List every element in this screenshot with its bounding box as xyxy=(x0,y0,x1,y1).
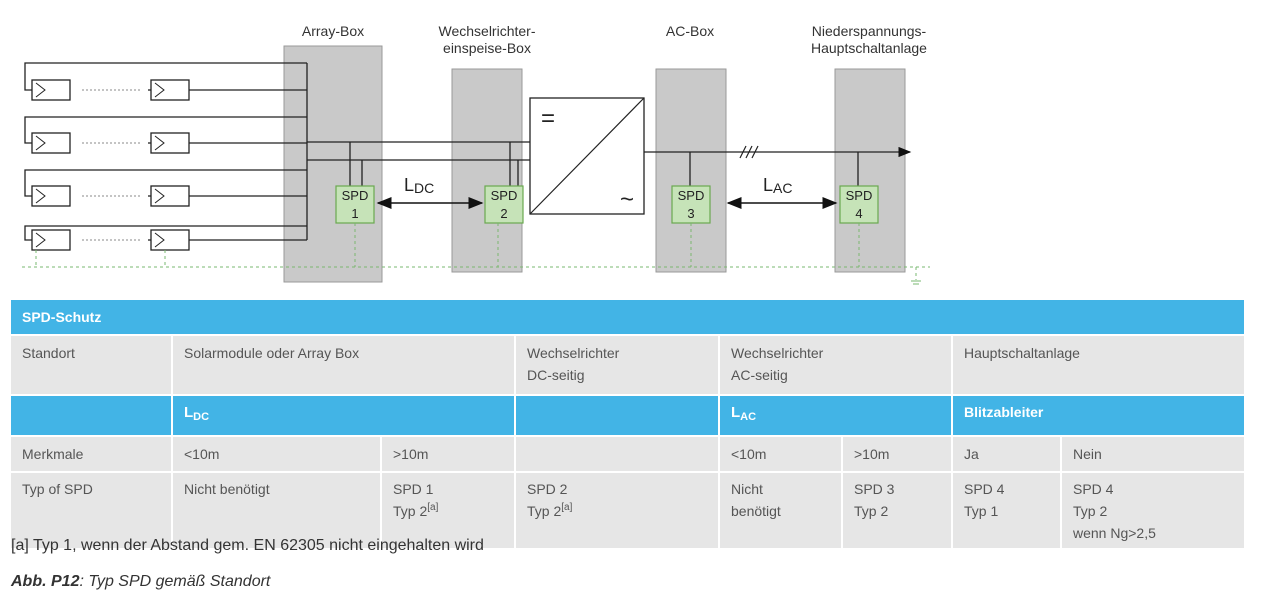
lac-label: LAC xyxy=(763,175,792,196)
pv-strings xyxy=(24,62,308,251)
lv-switchgear-box xyxy=(834,68,906,273)
standort-label: Standort xyxy=(11,336,173,396)
inverter-box-label-line1: Wechselrichter- xyxy=(439,23,536,39)
spd-type-label: Typ of SPD xyxy=(11,473,173,550)
merkmale-dc-gt10: >10m xyxy=(382,437,516,473)
svg-text:SPD: SPD xyxy=(678,188,705,203)
merkmale-row: Merkmale <10m >10m <10m >10m Ja Nein xyxy=(11,437,1245,473)
spd-placement-diagram: Array-Box Wechselrichter- einspeise-Box … xyxy=(22,23,930,285)
spd-3: SPD 3 xyxy=(671,185,711,224)
ac-line xyxy=(644,145,912,186)
lv-switchgear-label-line2: Hauptschaltanlage xyxy=(811,40,927,56)
inverter-symbol: = ~ xyxy=(529,97,645,215)
array-box xyxy=(283,45,383,283)
ground-conductor xyxy=(22,223,930,280)
figure-caption: Abb. P12: Typ SPD gemäß Standort xyxy=(11,573,271,590)
merkmale-dc-empty xyxy=(516,437,720,473)
standort-row: Standort Solarmodule oder Array Box Wech… xyxy=(11,336,1245,396)
lv-switchgear-label-line1: Niederspannungs- xyxy=(812,23,927,39)
inverter-feed-box xyxy=(451,68,523,273)
merkmale-nein: Nein xyxy=(1062,437,1245,473)
ac-box-label: AC-Box xyxy=(666,23,714,39)
lac-header: LAC xyxy=(720,396,953,437)
table-footnote: [a] Typ 1, wenn der Abstand gem. EN 6230… xyxy=(11,537,484,554)
distance-row: LDC LAC Blitzableiter xyxy=(11,396,1245,437)
ldc-header: LDC xyxy=(173,396,516,437)
svg-text:2: 2 xyxy=(500,206,507,221)
distance-empty xyxy=(11,396,173,437)
svg-text:4: 4 xyxy=(855,206,862,221)
dc-symbol: = xyxy=(541,105,555,132)
lightning-rod-header: Blitzableiter xyxy=(953,396,1245,437)
merkmale-dc-lt10: <10m xyxy=(173,437,382,473)
standort-solar: Solarmodule oder Array Box xyxy=(173,336,516,396)
standort-main-switchgear: Hauptschaltanlage xyxy=(953,336,1245,396)
spd-2: SPD 2 xyxy=(484,185,524,224)
svg-text:SPD: SPD xyxy=(846,188,873,203)
ac-box xyxy=(655,68,727,273)
svg-text:1: 1 xyxy=(351,206,358,221)
spd-type-dc-lt10: Nicht benötigt xyxy=(173,473,382,550)
merkmale-ac-gt10: >10m xyxy=(843,437,953,473)
ground-icon xyxy=(911,280,921,285)
table-title: SPD-Schutz xyxy=(11,300,1245,336)
distance-empty-dc xyxy=(516,396,720,437)
merkmale-ac-lt10: <10m xyxy=(720,437,843,473)
svg-text:3: 3 xyxy=(687,206,694,221)
ac-symbol: ~ xyxy=(620,186,634,213)
spd-4: SPD 4 xyxy=(839,185,879,224)
merkmale-label: Merkmale xyxy=(11,437,173,473)
svg-text:SPD: SPD xyxy=(342,188,369,203)
dc-bus xyxy=(307,141,530,186)
table-title-row: SPD-Schutz xyxy=(11,300,1245,336)
spd-protection-table: SPD-Schutz Standort Solarmodule oder Arr… xyxy=(11,300,1245,550)
merkmale-ja: Ja xyxy=(953,437,1062,473)
inverter-box-label-line2: einspeise-Box xyxy=(443,40,531,56)
spd-1: SPD 1 xyxy=(335,185,375,224)
ldc-label: LDC xyxy=(404,175,434,196)
svg-text:SPD: SPD xyxy=(491,188,518,203)
array-box-label: Array-Box xyxy=(302,23,364,39)
